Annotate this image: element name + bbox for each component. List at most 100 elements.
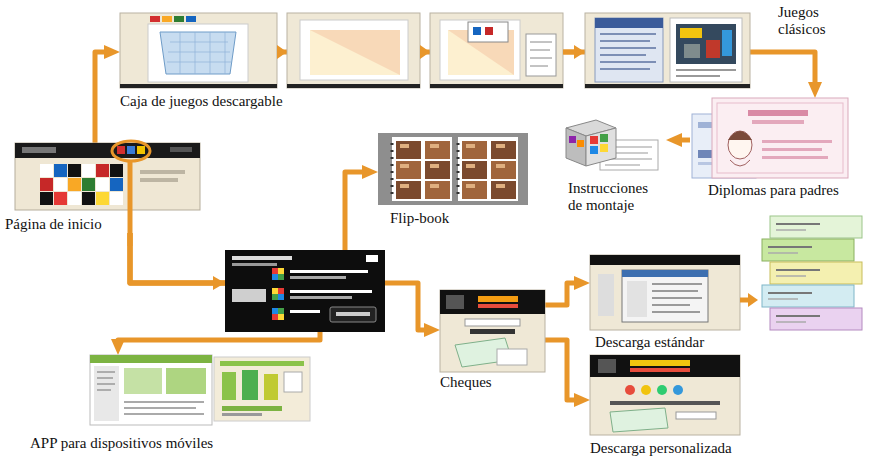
web-menu-screenshot — [278, 288, 284, 294]
diploma-illustration — [712, 98, 848, 178]
game-box-screenshot — [468, 22, 508, 42]
download-screenshot — [590, 255, 740, 330]
game-box-screenshot — [440, 20, 520, 80]
assembly-illustration — [566, 120, 658, 170]
diploma-illustration — [717, 103, 843, 173]
app-screenshot — [214, 357, 310, 421]
flipbook-screenshot — [491, 141, 516, 159]
flipbook-screenshot — [425, 181, 450, 199]
game-box-screenshot — [162, 16, 172, 22]
home-screenshot — [137, 146, 145, 154]
diploma-illustration — [762, 148, 822, 151]
label-box: Juegos clásicos — [778, 4, 842, 38]
custom-download-screenshot — [625, 385, 635, 395]
game-box-screenshot — [287, 13, 420, 88]
diploma-illustration — [752, 120, 804, 124]
flipbook-screenshot — [396, 181, 421, 199]
cheque-stack — [770, 262, 862, 284]
flipbook-screenshot — [378, 133, 528, 205]
home-screenshot — [54, 192, 67, 205]
home-screenshot — [96, 192, 109, 205]
caption-text: Descarga personalizada — [590, 440, 732, 457]
diploma-illustration — [762, 156, 828, 159]
classic-games-screenshot — [706, 40, 720, 58]
game-box-screenshot — [120, 13, 277, 88]
game-box-screenshot — [530, 42, 552, 66]
assembly-illustration — [566, 128, 586, 166]
flipbook-screenshot — [400, 146, 505, 186]
cheques-screenshot — [478, 304, 518, 308]
app-screenshot — [90, 355, 310, 425]
home-screenshot — [40, 164, 53, 177]
custom-download-screenshot — [657, 385, 667, 395]
cheque-stack — [768, 224, 820, 316]
web-menu-screenshot — [336, 312, 370, 316]
flow-arrow — [674, 138, 690, 143]
diploma-illustration — [762, 140, 832, 143]
download-screenshot — [748, 293, 758, 307]
game-box-screenshot — [160, 32, 236, 74]
cheques-screenshot — [440, 290, 545, 372]
caption-text: Página de inicio — [5, 216, 102, 233]
custom-download-screenshot — [641, 385, 651, 395]
flipbook-screenshot — [392, 143, 458, 199]
caption-text: Flip-book — [390, 210, 449, 227]
app-screenshot — [264, 374, 278, 400]
flow-arrow — [95, 52, 112, 143]
cheques-screenshot — [478, 296, 518, 302]
home-screenshot — [110, 164, 123, 177]
app-screenshot — [222, 413, 262, 416]
caption-text: Caja de juegos descargable — [120, 93, 283, 110]
classic-games-screenshot — [676, 24, 736, 64]
web-menu-screenshot — [290, 270, 368, 273]
home-screenshot — [127, 146, 135, 154]
screenshot-node: Descarga estándar — [590, 255, 740, 351]
cheques-screenshot — [465, 319, 520, 326]
game-box-screenshot — [300, 20, 408, 80]
game-box-screenshot — [120, 84, 277, 88]
cheques-screenshot — [446, 295, 464, 309]
web-menu-screenshot — [278, 274, 284, 280]
assembly-illustration — [590, 136, 598, 144]
cheque-stack — [762, 285, 854, 307]
web-menu-screenshot — [232, 256, 292, 260]
web-menu-screenshot — [330, 307, 376, 322]
download-screenshot — [598, 274, 614, 316]
custom-download-screenshot — [590, 355, 740, 377]
home-screenshot — [117, 146, 125, 154]
cheque-stack — [770, 308, 862, 330]
assembly-illustration — [586, 128, 616, 166]
screenshot-node: Diplomas para padres — [690, 98, 850, 199]
web-menu-screenshot — [278, 308, 284, 314]
caption-text: Instrucciones de montaje — [568, 180, 664, 214]
web-menu-screenshot — [278, 268, 284, 274]
screenshot-node: Flip-book — [378, 133, 528, 227]
custom-download-screenshot — [610, 401, 720, 405]
home-screenshot — [40, 178, 53, 191]
home-screenshot — [128, 161, 133, 246]
home-screenshot — [82, 192, 95, 205]
diploma-illustration — [728, 131, 752, 159]
web-menu-screenshot — [272, 308, 278, 314]
home-screenshot — [140, 170, 185, 174]
app-screenshot — [222, 372, 236, 400]
home-screenshot — [96, 178, 109, 191]
flipbook-screenshot — [491, 181, 516, 199]
web-menu-screenshot — [290, 290, 372, 293]
diploma-illustration — [748, 110, 808, 116]
custom-download-screenshot — [673, 385, 683, 395]
flipbook-screenshot — [462, 161, 487, 179]
cheques-screenshot — [440, 290, 545, 372]
home-screenshot — [82, 178, 95, 191]
game-box-screenshot — [148, 24, 248, 82]
web-menu-screenshot — [232, 289, 266, 302]
home-screenshot — [15, 143, 200, 158]
assembly-illustration — [569, 136, 576, 143]
flipbook-screenshot — [425, 161, 450, 179]
game-box-screenshot — [174, 16, 184, 22]
game-box-screenshot — [287, 84, 420, 88]
classic-games-screenshot — [676, 70, 736, 76]
home-screenshot — [22, 147, 56, 153]
